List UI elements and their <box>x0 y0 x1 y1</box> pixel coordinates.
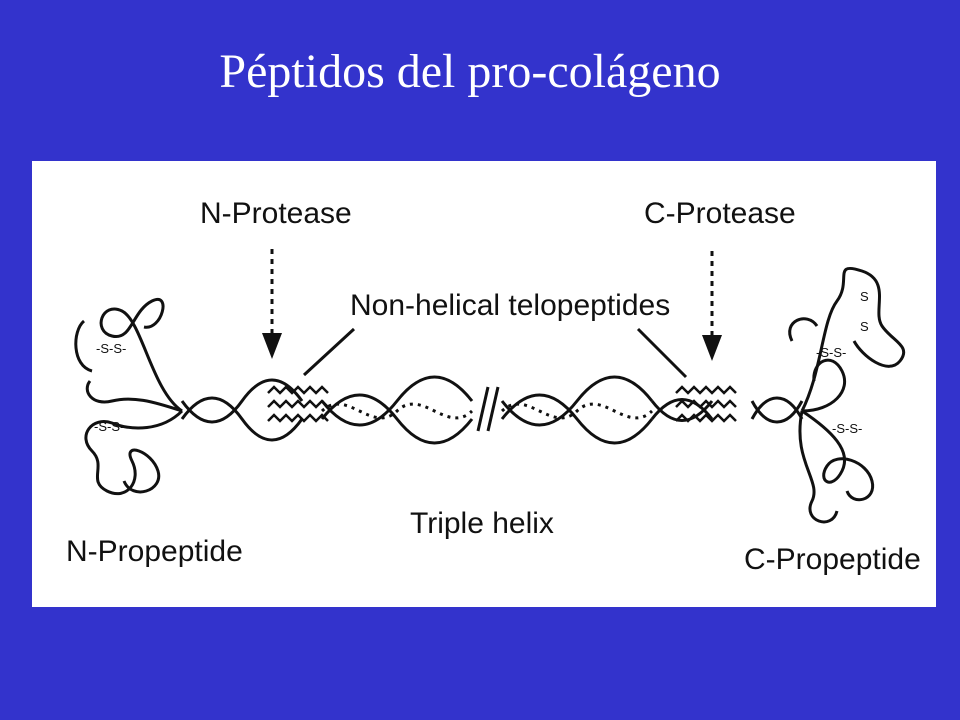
n-propeptide-coils <box>74 297 184 496</box>
label-c-protease: C-Protease <box>644 197 796 230</box>
label-n-protease: N-Protease <box>200 197 352 230</box>
triple-helix <box>180 375 804 445</box>
procollagen-diagram: N-Protease C-Protease Non-helical telope… <box>32 161 936 607</box>
label-c-propeptide: C-Propeptide <box>744 543 921 576</box>
n-protease-arrow <box>262 249 282 359</box>
c-protease-arrow <box>702 251 722 361</box>
n-telopeptide-zigzag <box>267 385 329 423</box>
c-disulfide-s-1: S <box>860 289 869 304</box>
c-disulfide-bottom: -S-S- <box>832 421 862 436</box>
n-disulfide-top: -S-S- <box>96 341 126 356</box>
label-n-propeptide: N-Propeptide <box>66 535 243 568</box>
slide-title: Péptidos del pro-colágeno <box>219 45 721 98</box>
c-propeptide-coils <box>788 266 906 524</box>
telopeptide-pointers <box>302 327 688 379</box>
n-disulfide-bottom: -S-S- <box>94 419 124 434</box>
c-disulfide-mid: -S-S- <box>816 345 846 360</box>
c-disulfide-s-2: S <box>860 319 869 334</box>
label-triple-helix: Triple helix <box>410 507 554 540</box>
c-telopeptide-zigzag <box>675 385 737 423</box>
procollagen-svg: N-Protease C-Protease Non-helical telope… <box>66 197 921 576</box>
label-telopeptides: Non-helical telopeptides <box>350 289 670 322</box>
